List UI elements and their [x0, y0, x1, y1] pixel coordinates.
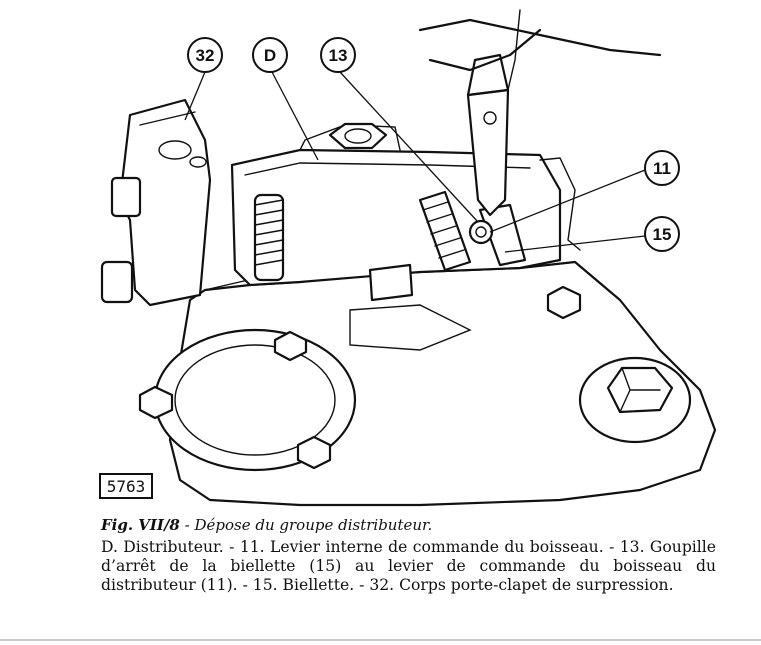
svg-text:D: D — [264, 46, 276, 65]
svg-text:11: 11 — [653, 159, 671, 178]
figure-caption: Fig. VII/8 - Dépose du groupe distribute… — [101, 514, 716, 595]
reference-number-box: 5763 — [99, 473, 153, 499]
caption-legend: D. Distributeur. - 11. Levier interne de… — [101, 538, 716, 594]
svg-text:32: 32 — [196, 46, 215, 65]
callout-13: 13 — [320, 37, 356, 73]
caption-title: Fig. VII/8 - Dépose du groupe distribute… — [101, 514, 716, 536]
callout-D: D — [252, 37, 288, 73]
figure-label: Fig. VII/8 — [101, 516, 180, 534]
mechanical-drawing — [100, 9, 717, 507]
svg-text:15: 15 — [653, 225, 672, 244]
figure-title: Dépose du groupe distributeur. — [194, 516, 433, 534]
hex-plug — [578, 356, 692, 444]
bolts — [138, 285, 582, 470]
spring-left — [253, 193, 285, 282]
callout-32: 32 — [187, 37, 223, 73]
svg-text:5763: 5763 — [107, 477, 146, 496]
svg-text:13: 13 — [329, 46, 348, 65]
callout-11: 11 — [644, 150, 680, 186]
caption-separator: - — [179, 516, 195, 534]
bottom-divider — [0, 639, 761, 641]
technical-illustration: 32 D 13 11 15 5763 — [99, 9, 717, 507]
callout-15: 15 — [644, 216, 680, 252]
spring-right — [418, 190, 472, 272]
leader-lines — [184, 71, 646, 253]
